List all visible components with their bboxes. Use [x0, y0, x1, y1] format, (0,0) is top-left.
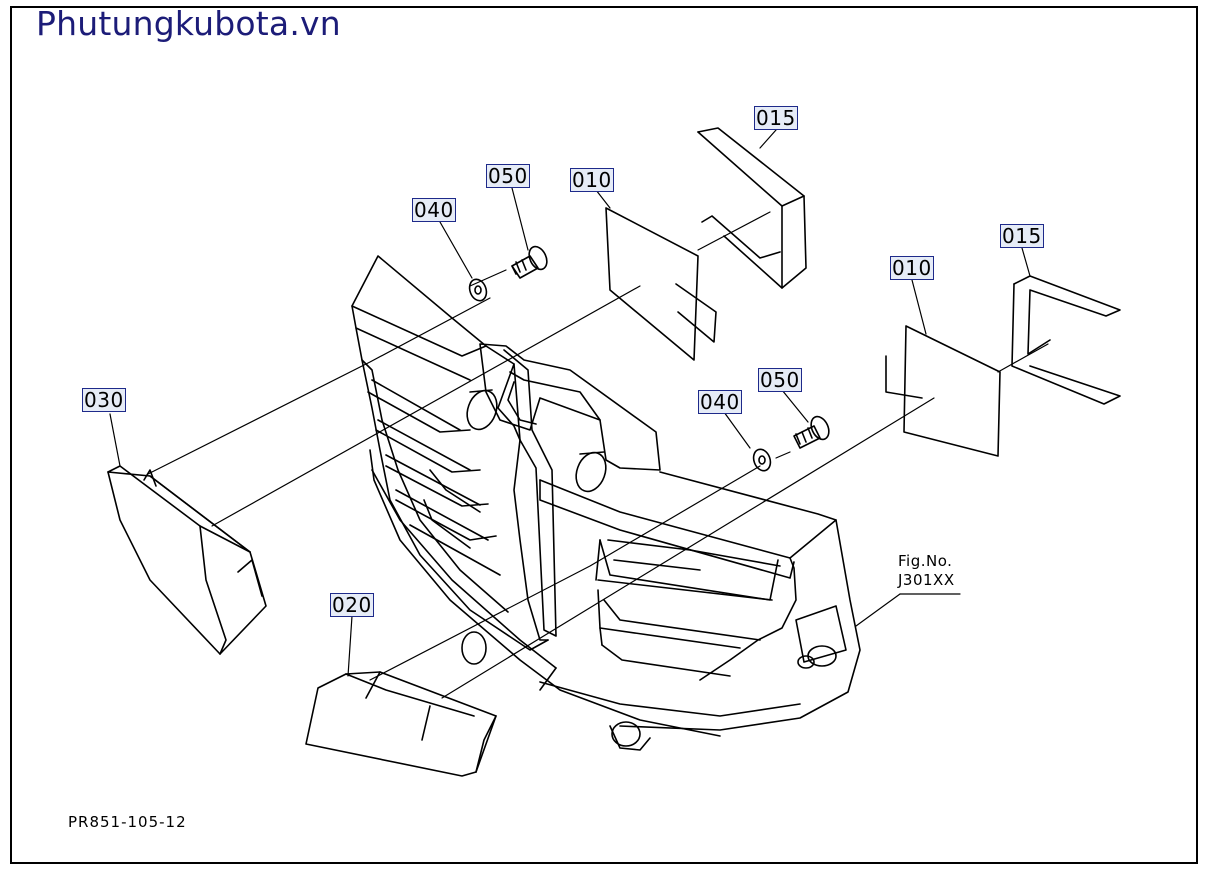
figure-reference: Fig.No. J301XX [898, 552, 955, 590]
label-015-upper[interactable]: 015 [754, 106, 798, 130]
leader-lines [109, 129, 1049, 699]
label-030[interactable]: 030 [82, 388, 126, 412]
label-040-left[interactable]: 040 [412, 198, 456, 222]
figure-reference-line2: J301XX [898, 571, 955, 589]
drawing-frame [10, 6, 1198, 864]
part-050-screw-right [793, 415, 830, 449]
site-title: Phutungkubota.vn [36, 4, 341, 43]
part-020-lamp [305, 671, 497, 777]
part-015-bracket-upper [697, 127, 807, 289]
part-040-washer-left [468, 278, 488, 302]
part-015-bracket-right [1011, 275, 1121, 405]
part-040-washer-right [752, 448, 772, 472]
label-020[interactable]: 020 [330, 593, 374, 617]
label-010-left[interactable]: 010 [570, 168, 614, 192]
part-050-screw-left [511, 245, 548, 279]
label-015-right[interactable]: 015 [1000, 224, 1044, 248]
part-010-plate-right [885, 325, 1001, 457]
part-010-plate-left [605, 207, 717, 361]
label-050-right[interactable]: 050 [758, 368, 802, 392]
label-010-right[interactable]: 010 [890, 256, 934, 280]
grille-housing [351, 255, 861, 751]
figure-reference-line1: Fig.No. [898, 552, 953, 570]
label-040-right[interactable]: 040 [698, 390, 742, 414]
drawing-number: PR851-105-12 [68, 813, 187, 831]
part-030-lens [107, 465, 267, 655]
label-050-left[interactable]: 050 [486, 164, 530, 188]
